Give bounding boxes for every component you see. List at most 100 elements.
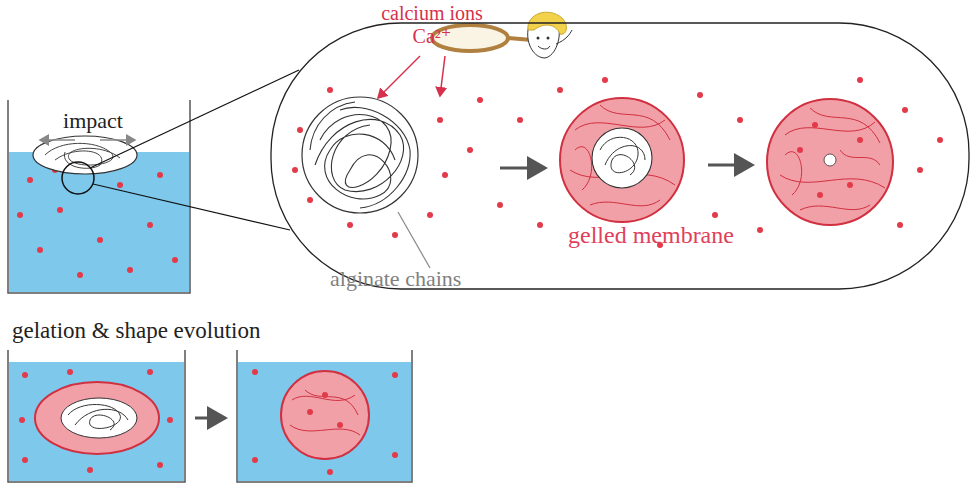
drawing-part [302, 97, 418, 213]
drawing-part [117, 182, 123, 188]
drawing-part [17, 212, 23, 218]
drawing-part [167, 417, 173, 423]
gelling-droplet [560, 98, 684, 222]
drawing-part [824, 154, 836, 166]
drawing-part [147, 369, 153, 375]
drawing-part [147, 222, 153, 228]
impact-beaker [8, 100, 190, 293]
drawing-part [307, 409, 313, 415]
final-beaker [237, 350, 412, 482]
drawing-part [322, 392, 328, 398]
drawing-part [780, 108, 885, 210]
drawing-part [9, 362, 184, 481]
drawing-part [757, 227, 763, 233]
flow-arrow [500, 167, 545, 170]
drawing-part [57, 207, 63, 213]
drawing-part [127, 267, 133, 273]
drawing-part [22, 372, 28, 378]
drawing-part [497, 202, 503, 208]
drawing-part [902, 107, 908, 113]
drawing-part [62, 162, 94, 194]
callout-outline [271, 23, 969, 289]
drawing-part [442, 172, 448, 178]
drawing-part [467, 147, 473, 153]
chain-label: alginate chains [330, 266, 550, 291]
drawing-part [697, 92, 703, 98]
callout-outline [270, 22, 970, 290]
drawing-part [35, 382, 159, 454]
drawing-part [327, 87, 333, 93]
drawing-part [68, 404, 128, 430]
drawing-part [22, 457, 28, 463]
drawing-part [67, 369, 73, 375]
drawing-part [307, 392, 343, 428]
drawing-part [157, 172, 163, 178]
drawing-part [77, 272, 83, 278]
drawing-part [8, 100, 190, 293]
drawing-part [897, 222, 903, 228]
drawing-part [252, 369, 258, 375]
drawing-part [917, 167, 923, 173]
ion-pointer [440, 56, 445, 96]
drawing-part [252, 369, 398, 475]
drawing-part [437, 117, 443, 123]
drawing-part [19, 369, 173, 473]
drawing-part [937, 137, 943, 143]
drawing-part [547, 37, 550, 40]
step-label: gelation & shape evolution [12, 318, 392, 344]
drawing-part [557, 87, 563, 93]
drawing-part [45, 143, 120, 168]
drawing-part [477, 97, 483, 103]
drawing-part [281, 371, 369, 459]
drawing-part [97, 237, 103, 243]
drawing-part [61, 398, 137, 438]
zoom-line [93, 184, 290, 230]
drawing-part [537, 37, 540, 40]
drawing-part [537, 222, 543, 228]
drawing-part [237, 350, 412, 482]
drawing-part [8, 350, 185, 482]
drawing-part [538, 46, 550, 49]
drawing-part [737, 117, 743, 123]
drawing-part [292, 167, 298, 173]
drawing-part [27, 177, 33, 183]
drawing-part [238, 362, 411, 481]
alginate-droplet [302, 97, 418, 213]
drawing-part [600, 137, 645, 175]
drawing-part [797, 147, 803, 153]
drawing-part [157, 462, 163, 468]
drawing-part [556, 30, 572, 44]
drawing-part [172, 257, 178, 263]
ion-pointer [378, 56, 420, 98]
drawing-part [290, 390, 360, 435]
drawing-part [857, 137, 863, 143]
drawing-part [310, 102, 410, 208]
drawing-part [812, 122, 818, 128]
drawing-part [767, 99, 893, 225]
drawing-part [252, 457, 258, 463]
calcium-dots [292, 77, 943, 248]
drawing-part [602, 77, 608, 83]
flow-arrow [195, 417, 225, 420]
drawing-part [847, 182, 853, 188]
drawing-part [592, 128, 652, 188]
drawing-part [570, 105, 675, 206]
drawing-part [297, 127, 303, 133]
drawing-part [37, 247, 43, 253]
drawing-part [427, 212, 433, 218]
zoom-callout: gelled membrane [270, 22, 970, 290]
drawing-part [87, 467, 93, 473]
drawing-part [19, 417, 25, 423]
drawing-part [392, 452, 398, 458]
ion-label: calcium ions Ca²⁺ [372, 2, 492, 48]
drawing-part [712, 212, 718, 218]
drawing-part [347, 222, 353, 228]
step-label: impact [48, 108, 138, 133]
drawing-part [797, 122, 863, 198]
drawing-part [100, 139, 135, 141]
drawing-part [517, 117, 523, 123]
drawing-part [560, 98, 684, 222]
membrane-label: gelled membrane [568, 222, 734, 248]
